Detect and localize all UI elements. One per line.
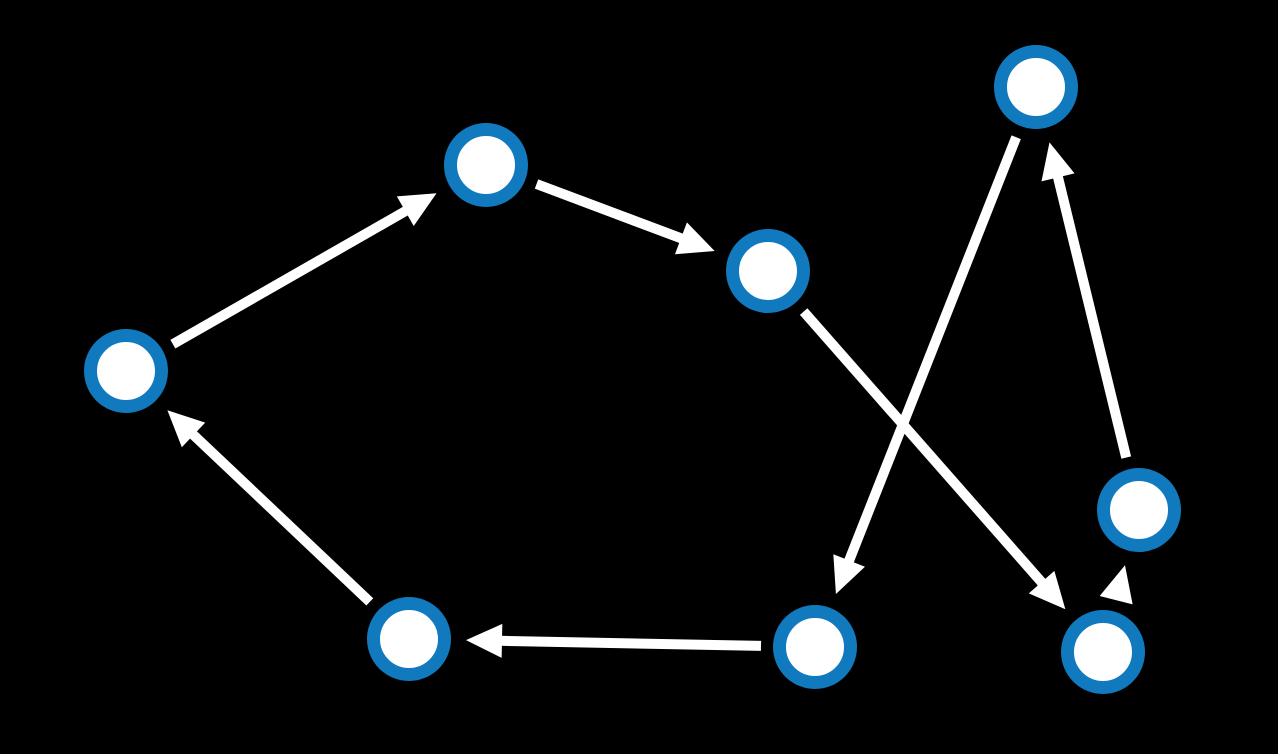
arrowhead-icon bbox=[1099, 565, 1133, 605]
edge-shaft bbox=[843, 135, 1021, 565]
arrowhead-icon bbox=[1041, 142, 1075, 182]
edge-shaft bbox=[170, 205, 410, 349]
graph-node-upper-mid[interactable] bbox=[444, 123, 528, 207]
graph-edge-upper-mid-to-mid bbox=[534, 179, 715, 255]
arrowhead-icon bbox=[833, 554, 865, 594]
edge-shaft bbox=[188, 429, 374, 606]
arrowhead-icon bbox=[674, 222, 715, 255]
graph-node-bottom-center[interactable] bbox=[773, 605, 857, 689]
graph-node-bottom-right[interactable] bbox=[1061, 610, 1145, 694]
graph-edge-right-to-top-right bbox=[1041, 142, 1132, 459]
graph-node-mid[interactable] bbox=[726, 229, 810, 313]
edge-shaft bbox=[1052, 174, 1132, 459]
graph-edge-left-to-upper-mid bbox=[170, 193, 437, 349]
arrowhead-icon bbox=[396, 193, 437, 226]
graph-node-top-right[interactable] bbox=[994, 45, 1078, 129]
graph-node-left[interactable] bbox=[84, 329, 168, 413]
arrowhead-icon bbox=[465, 623, 503, 658]
graph-edge-bottom-center-to-bottom-left bbox=[465, 623, 762, 658]
graph-node-bottom-left[interactable] bbox=[367, 597, 451, 681]
graph-edge-bottom-left-to-left bbox=[167, 410, 374, 606]
edge-shaft bbox=[534, 179, 685, 244]
edge-shaft bbox=[499, 635, 762, 651]
edge-shaft bbox=[799, 308, 1047, 587]
arrowhead-icon bbox=[1028, 570, 1066, 610]
arrowhead-icon bbox=[167, 410, 206, 448]
graph-edge-top-right-to-bottom-center bbox=[833, 135, 1021, 594]
graph-edge-bottom-right-to-right bbox=[1099, 565, 1133, 605]
graph-node-right[interactable] bbox=[1097, 468, 1181, 552]
graph-edge-mid-to-bottom-right bbox=[799, 308, 1066, 610]
